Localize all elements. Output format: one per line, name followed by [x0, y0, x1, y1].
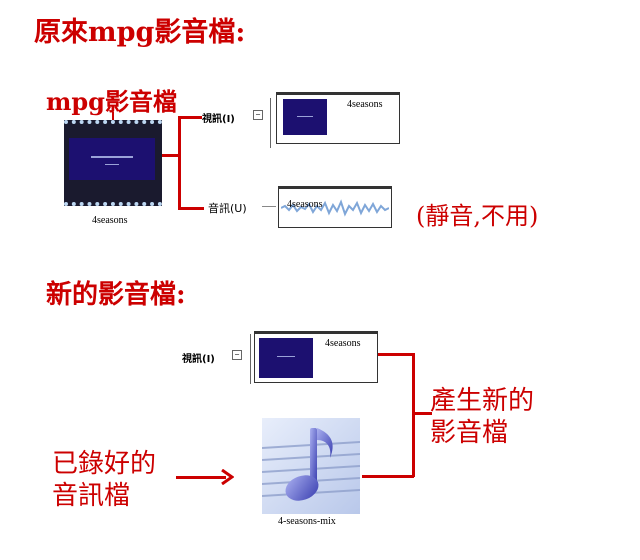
bracket-vertical	[178, 116, 181, 210]
new-video-track-clip[interactable]: 4seasons	[254, 331, 378, 383]
video-clip-thumbnail	[283, 99, 327, 135]
video-track-clip[interactable]: 4seasons	[276, 92, 400, 144]
new-video-clip-name: 4seasons	[325, 338, 361, 349]
result-note-line2: 影音檔	[430, 418, 509, 448]
pointer-line	[112, 112, 114, 124]
audio-track-connector	[262, 206, 276, 207]
mute-note: (靜音,不用)	[416, 202, 539, 230]
new-video-track-label[interactable]: 視訊(I)	[182, 354, 215, 365]
video-clip-name: 4seasons	[347, 99, 383, 110]
new-video-clip-thumbnail	[259, 338, 313, 378]
bracket-stem	[162, 154, 180, 157]
audio-track-clip[interactable]: 4seasons	[278, 186, 392, 228]
heading-original: 原來mpg影音檔:	[34, 17, 246, 48]
new-timeline-divider	[250, 334, 251, 384]
music-note-icon	[261, 418, 361, 514]
source-clip-label: mpg影音檔	[46, 87, 177, 116]
source-clip-frame	[69, 138, 155, 180]
result-bracket-stem	[412, 412, 432, 415]
source-clip-thumbnail[interactable]	[64, 120, 162, 206]
heading-new: 新的影音檔:	[46, 280, 186, 310]
recorded-audio-file-name: 4-seasons-mix	[278, 516, 336, 527]
video-track-expander[interactable]: −	[253, 110, 263, 120]
audio-clip-name: 4seasons	[287, 199, 323, 210]
source-clip-name: 4seasons	[92, 215, 128, 226]
new-video-track-expander[interactable]: −	[232, 350, 242, 360]
recorded-note-line1: 已錄好的	[52, 449, 157, 479]
recorded-note-line2: 音訊檔	[52, 481, 131, 511]
bracket-top-arm	[178, 116, 202, 119]
arrow-shaft	[176, 476, 226, 479]
audio-waveform	[281, 199, 389, 217]
video-track-label[interactable]: 視訊(I)	[202, 114, 235, 125]
result-bracket-vertical	[412, 353, 415, 477]
arrow-head-icon	[221, 469, 234, 485]
bracket-bottom-arm	[178, 207, 204, 210]
recorded-audio-file[interactable]	[261, 418, 361, 514]
audio-track-label[interactable]: 音訊(U)	[208, 202, 247, 215]
timeline-divider	[270, 98, 271, 148]
result-bracket-bottom	[362, 475, 414, 478]
result-note-line1: 產生新的	[430, 386, 535, 416]
result-bracket-top	[378, 353, 414, 356]
